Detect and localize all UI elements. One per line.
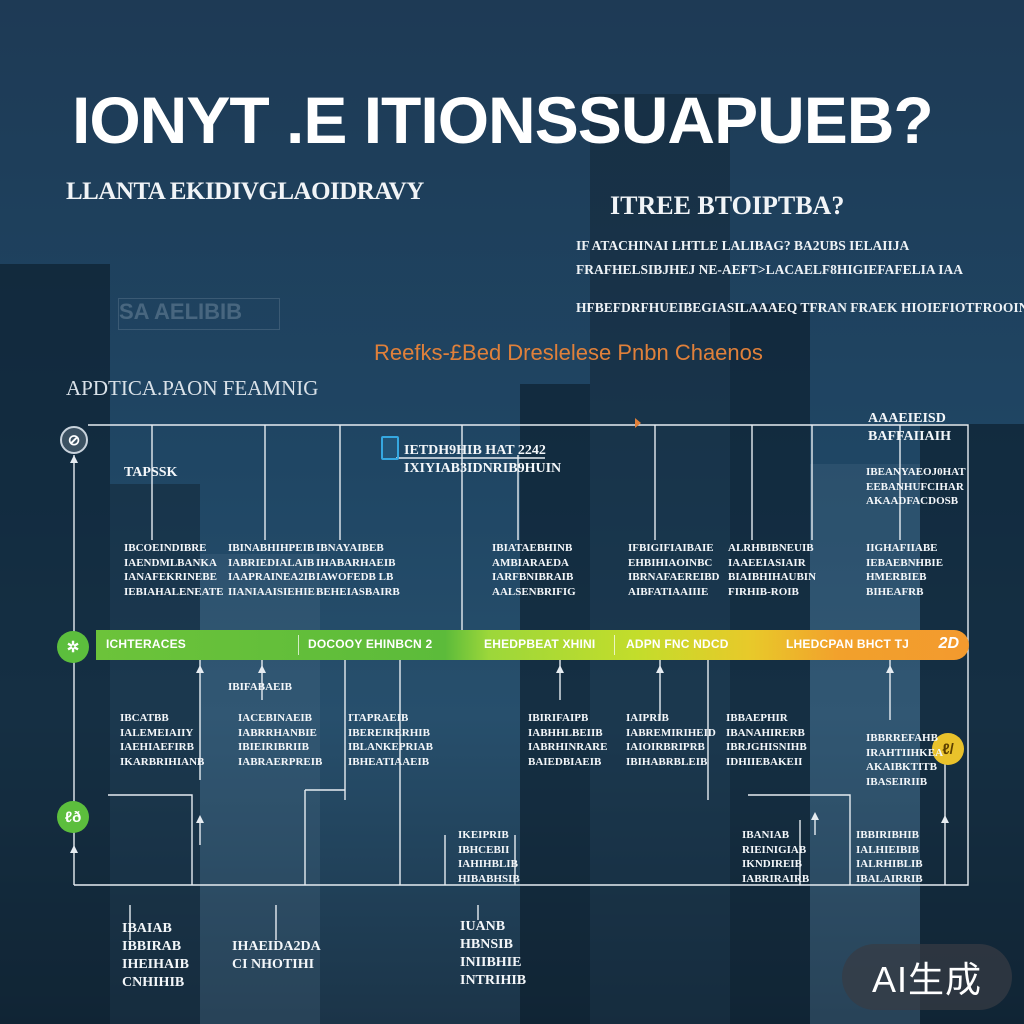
timeline-entry: IBBRREFAHB IRAHTIIHKEA AKAIBKTITB IBASEI… — [866, 732, 944, 788]
timeline-entry: IIGHAFIIABE IEBAEBNHBIE HMERBIEB BIHEAFR… — [866, 542, 944, 598]
timeline-entry: IBIATAEBHINB AMBIARAEDA IARFBNIBRAIB AAL… — [492, 542, 576, 598]
bar-segment-label: EHEDPBEAT XHINI — [484, 637, 596, 651]
timeline-entry: IFBIGIFIAIBAIE EHBIHIAOINBC IBRNAFAEREIB… — [628, 542, 720, 598]
start-node-icon: ⊘ — [60, 426, 88, 454]
timeline-entry: IBCATBB IALEMEIAIIY IAEHIAEFIRB IKARBRIH… — [120, 712, 205, 768]
milestone-node-icon: ℓð — [57, 801, 89, 833]
headline: IONYT .E ITIONSSUAPUEB? — [72, 83, 934, 157]
milestone-node-icon: ✲ — [57, 631, 89, 663]
timeline-bar: ICHTERACES DOCOOY EHINBCN 2 EHEDPBEAT XH… — [96, 630, 969, 660]
document-icon — [381, 436, 399, 460]
timeline-entry: IBANIAB RIEINIGIAB IKNDIREIB IABRIRAIRB — [742, 829, 810, 885]
timeline-entry: IBIFABAEIB — [228, 681, 292, 693]
timeline-entry: IBINABHIHPEIB IABRIEDIALAIB IAAPRAINEA2I… — [228, 542, 316, 598]
blurb-line: HFBEFDRFHUEIBEGIASILAAAEQ TFRAN FRAEK HI… — [576, 300, 1024, 315]
footer-label: IUANB HBNSIB INIIBHIE INTRIHIB — [460, 919, 527, 988]
bar-segment-label: ICHTERACES — [106, 637, 187, 651]
ai-generated-badge: AI生成 — [842, 944, 1012, 1010]
timeline-header: IETDH9HIB HAT 2242 IXIYIAB3IDNRIB9HUIN — [404, 443, 562, 476]
footer-label: IHAEIDA2DA CI NHOTIHI — [232, 939, 321, 972]
orange-heading: Reefks-£Bed Dreslelese Pnbn Chaenos — [374, 340, 763, 365]
timeline-entry: IBIRIFAIPB IABHHLBEIIB IABRHINRARE BAIED… — [528, 712, 608, 768]
timeline-entry: ALRHBIBNEUIB IAAEEIASIAIR BIAIBHIHAUBIN … — [728, 542, 817, 598]
bar-segment-label: ADPN FNC NDCD — [626, 637, 729, 651]
timeline-entry: ITAPRAEIB IBEREIRERHIB IBLANKEPRIAB IBHE… — [348, 712, 433, 768]
timeline-tag: AAAEIEISD BAFFAIIAIH — [868, 411, 951, 444]
bar-tail-label: 2D — [938, 635, 959, 652]
timeline-entry: IBCOEINDIBRE IAENDMLBANKA IANAFEKRINEBE … — [124, 542, 224, 598]
timeline-entry: IBBAEPHIR IBANAHIRERB IBRJGHISNIHB IDHII… — [726, 712, 807, 768]
timeline-entry: IBBIRIBHIB IALHIEIBIB IALRHIBLIB IBALAIR… — [856, 829, 923, 885]
blurb-line: IF ATACHINAI LHTLE LALIBAG? BA2UBS IELAI… — [576, 238, 910, 253]
timeline-entry: IAIPRIB IABREMIRIHEID IAIOIRBRIPRB IBIHA… — [626, 712, 716, 768]
timeline-note: IBEANYAEOJ0HAT EEBANHUFCIHAR AKAADFACDOS… — [866, 466, 966, 507]
footer-label: IBAIAB IBBIRAB IHEIHAIB CNHIHIB — [122, 921, 189, 990]
timeline-entry: IACEBINAEIB IABRRHANBIE IBIEIRIBRIIB IAB… — [238, 712, 323, 768]
bar-segment-label: DOCOOY EHINBCN 2 — [308, 637, 433, 651]
bar-segment-label: LHEDCPAN BHCT TJ — [786, 637, 909, 651]
section-label: APDTICA.PAON FEAMNIG — [66, 376, 319, 400]
blurb-line: FRAFHELSIBJHEJ NE-AEFT>LACAELF8HIGIEFAFE… — [576, 262, 963, 277]
timeline-entry: IBNAYAIBEB IHABARHAEIB IAWOFEDB LB BEHEI… — [316, 542, 400, 598]
ghost-label: SA AELIBIB — [118, 298, 280, 330]
timeline-entry: IKEIPRIB IBHCEBII IAHIHBLIB HIBABHSIB — [458, 829, 520, 885]
timeline-tag: TAPSSK — [124, 465, 178, 480]
subtitle-left: LLANTA EKIDIVGLAOIDRAVY — [66, 178, 424, 205]
milestone-node-icon: ℓ/ — [932, 733, 964, 765]
subtitle-right: ITREE BTOIPTBA? — [610, 191, 845, 220]
